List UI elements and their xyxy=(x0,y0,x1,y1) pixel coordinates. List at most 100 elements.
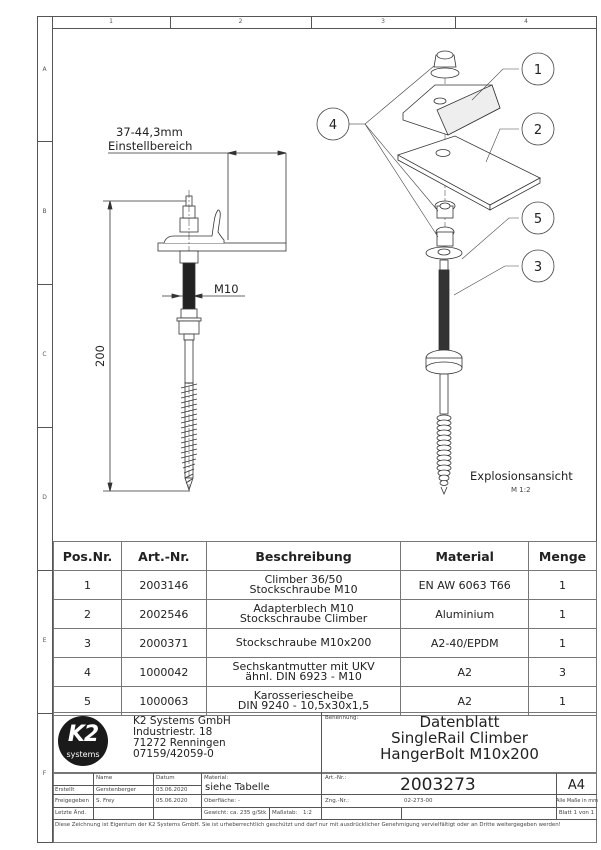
cell-pos: 4 xyxy=(53,657,122,687)
divider xyxy=(321,773,322,819)
header-pos: Pos.Nr. xyxy=(53,541,122,571)
header-art-nr: Art.-Nr. xyxy=(120,541,207,571)
cell-art-nr: 1000042 xyxy=(120,657,207,687)
length-dimension-label: 200 xyxy=(93,345,107,367)
balloon-3 xyxy=(521,249,555,283)
divider xyxy=(53,807,597,808)
freigegeben-date: 05.06.2020 xyxy=(156,798,188,804)
exploded-view-title: Explosionsansicht xyxy=(470,469,573,483)
cell-material: A2-40/EPDM xyxy=(400,628,530,658)
balloon-1 xyxy=(521,52,555,86)
title-line-2: SingleRail Climber xyxy=(391,729,528,747)
desc-line-1: Stockschraube M10x200 xyxy=(235,636,372,649)
desc-line-1: Sechskantmutter mit UKV xyxy=(232,660,375,673)
parts-table: Pos.Nr. Art.-Nr. Beschreibung Material M… xyxy=(53,541,597,716)
column-label: 2 xyxy=(238,18,243,25)
units-note: Alle Maße in mm xyxy=(556,798,598,804)
exploded-view-drawing: 1 2 3 4 5 Explosionsansicht M 1:2 xyxy=(316,50,573,496)
col-divider xyxy=(170,16,171,28)
copyright-notice: Diese Zeichnung ist Eigentum der K2 Syst… xyxy=(55,822,561,828)
divider xyxy=(53,819,597,820)
divider xyxy=(53,794,597,795)
gewicht-value: ca. 235 g/Stk xyxy=(230,810,267,816)
arrow-head xyxy=(227,150,237,156)
arrow-head xyxy=(193,293,203,299)
row-divider xyxy=(37,141,52,142)
cell-quantity: 1 xyxy=(528,599,597,629)
company-street: Industriestr. 18 xyxy=(133,726,213,738)
arrow-head xyxy=(171,293,181,299)
balloon-label-3: 3 xyxy=(534,260,542,275)
row-label: E xyxy=(42,637,47,644)
datum-label: Datum xyxy=(156,775,175,781)
flange-nut-top xyxy=(430,67,460,79)
paper-format: A4 xyxy=(567,778,586,793)
oberflaeche-label: Oberfläche: xyxy=(204,798,237,804)
wood-thread-3d xyxy=(436,414,452,496)
cell-art-nr: 2002546 xyxy=(120,599,207,629)
massstab-value: 1:2 xyxy=(303,810,312,816)
erstellt-date: 03.06.2020 xyxy=(156,787,188,793)
header-description: Beschreibung xyxy=(205,541,402,571)
adjust-range-label: Einstellbereich xyxy=(108,139,192,153)
material-value: siehe Tabelle xyxy=(205,782,270,793)
company-phone: 07159/42059-0 xyxy=(133,748,214,760)
divider xyxy=(556,773,557,819)
desc-line-2: Stockschraube M10 xyxy=(249,583,358,596)
side-view-drawing: 37-44,3mm Einstellbereich M10 200 xyxy=(93,125,287,492)
column-strip-line xyxy=(52,28,597,29)
row-label: D xyxy=(42,494,47,501)
freigegeben-name: S. Frey xyxy=(96,798,115,804)
desc-line-1: Climber 36/50 xyxy=(264,573,343,586)
art-nr-label: Art.-Nr.: xyxy=(325,775,347,781)
k2-logo: K2 systems xyxy=(58,716,108,766)
erstellt-label: Erstellt xyxy=(55,787,75,793)
row-divider xyxy=(37,427,52,428)
cell-art-nr: 2003146 xyxy=(120,570,207,600)
desc-line-2: DIN 9240 - 10,5x30x1,5 xyxy=(237,699,370,712)
divider xyxy=(93,773,94,819)
cell-quantity: 1 xyxy=(528,570,597,600)
balloon-2 xyxy=(521,112,555,146)
letzte-aenderung-label: Letzte Änd. xyxy=(55,810,87,816)
row-label: A xyxy=(42,66,47,73)
desc-line-1: Adapterblech M10 xyxy=(253,602,354,615)
desc-line-2: ähnl. DIN 6923 - M10 xyxy=(245,670,362,683)
title-line-1: Datenblatt xyxy=(419,713,500,731)
cell-quantity: 3 xyxy=(528,657,597,687)
art-nr-value: 2003273 xyxy=(400,775,476,795)
cell-pos: 1 xyxy=(53,570,122,600)
cell-description: Stockschraube M10x200 xyxy=(205,628,402,658)
balloon-5 xyxy=(521,201,555,235)
divider xyxy=(153,785,201,786)
column-label: 1 xyxy=(109,18,113,25)
divider xyxy=(321,712,322,773)
parts-table-header: Pos.Nr. Art.-Nr. Beschreibung Material M… xyxy=(53,541,597,571)
name-label: Name xyxy=(96,775,113,781)
divider xyxy=(201,773,202,819)
thread-size-label: M10 xyxy=(214,282,239,296)
row-label: B xyxy=(42,208,47,215)
column-label: 3 xyxy=(381,18,385,25)
company-name: K2 Systems GmbH xyxy=(133,715,231,727)
arrow-head xyxy=(107,200,113,210)
oberflaeche-value: - xyxy=(238,798,240,804)
material-label: Material: xyxy=(204,775,229,781)
col-divider xyxy=(311,16,312,28)
cell-material: A2 xyxy=(400,657,530,687)
row-divider xyxy=(37,570,52,571)
cell-pos: 3 xyxy=(53,628,122,658)
divider xyxy=(53,785,153,786)
desc-line-2: Stockschraube Climber xyxy=(239,612,368,625)
cell-quantity: 1 xyxy=(528,628,597,658)
cell-material: Aluminium xyxy=(400,599,530,629)
balloon-label-2: 2 xyxy=(534,123,542,138)
balloon-label-1: 1 xyxy=(534,63,542,78)
